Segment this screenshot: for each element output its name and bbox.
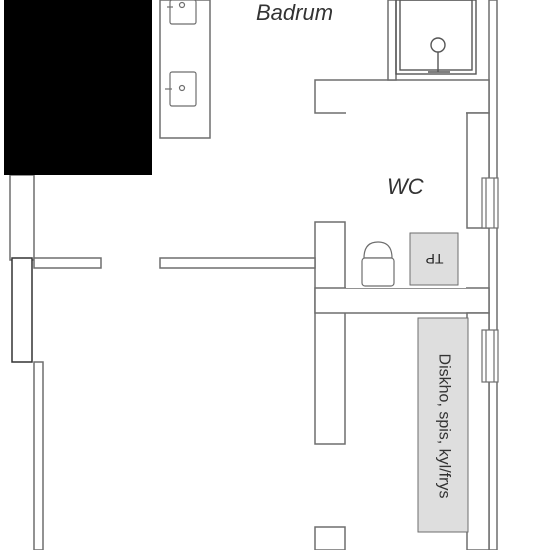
window-icon: [481, 329, 499, 383]
room-label-badrum: Badrum: [256, 0, 334, 25]
window-icon: [481, 177, 499, 229]
toilet-icon: [361, 241, 395, 287]
sink-icon: [165, 71, 197, 107]
redacted-area: [4, 0, 152, 175]
partition-left: [33, 257, 102, 269]
room-label-wc: WC: [387, 174, 424, 199]
wall-right-outer: [488, 0, 498, 550]
tp-label: TP: [425, 251, 444, 267]
partition-right: [159, 257, 316, 269]
wall-wc-left: [314, 221, 346, 445]
wall-wc-bottom: [314, 287, 490, 314]
sink-icon: [167, 0, 197, 25]
wall-bathroom-bottom: [314, 79, 490, 114]
kitchen-appliances-box: [417, 317, 469, 533]
shower-wall-left: [387, 0, 397, 81]
wall-bottom-stub: [314, 526, 346, 550]
shower-icon: [395, 0, 477, 75]
wall-left-upper: [9, 174, 35, 261]
appliances-label: Diskho, spis, kyl/frys: [435, 353, 453, 499]
door-panel: [11, 257, 33, 363]
tp-cabinet: [409, 232, 459, 286]
appliances-label-wrap: Diskho, spis, kyl/frys: [419, 320, 467, 532]
wall-left-lower: [33, 361, 44, 550]
